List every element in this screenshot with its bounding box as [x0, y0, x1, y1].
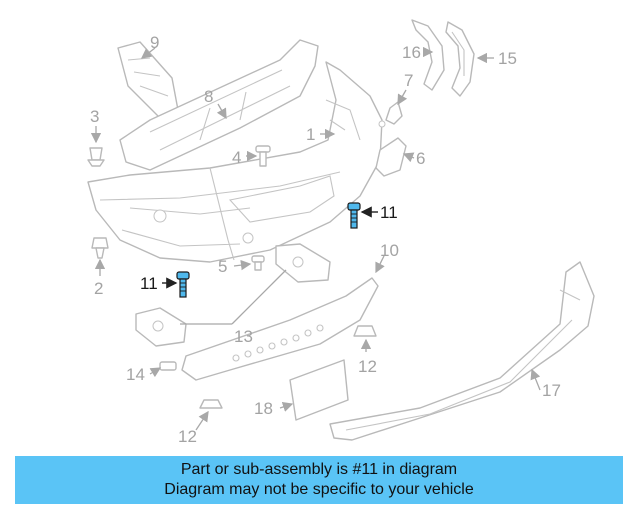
callout-3: 3: [90, 107, 99, 126]
part-7-clip[interactable]: [378, 101, 403, 128]
callout-2: 2: [94, 279, 103, 298]
part-11-bolt-lower[interactable]: [176, 271, 190, 298]
callout-8: 8: [204, 87, 213, 106]
part-16-molding[interactable]: [411, 19, 445, 91]
callout-labels: 9 8 3 4 1 16 15 7 6 2 5 10 13 12 14 18 1…: [90, 33, 561, 446]
part-15-molding[interactable]: [445, 21, 475, 97]
callout-5: 5: [218, 257, 227, 276]
part-17-spoiler[interactable]: [329, 261, 595, 441]
callout-16: 16: [402, 43, 421, 62]
callout-11-lower: 11: [140, 274, 158, 293]
callout-12-upper: 12: [358, 357, 377, 376]
callout-17: 17: [542, 381, 561, 400]
part-2-clip[interactable]: [91, 237, 109, 259]
parts-diagram: 9 8 3 4 1 16 15 7 6 2 5 10 13 12 14 18 1…: [87, 19, 595, 446]
part-18-plate-bracket[interactable]: [289, 359, 349, 421]
part-13-mount-upper[interactable]: [275, 243, 331, 283]
part-4-bolt[interactable]: [255, 145, 271, 167]
part-1-bumper-cover[interactable]: [87, 61, 383, 263]
callout-9: 9: [150, 33, 159, 52]
callout-13: 13: [234, 327, 253, 346]
callout-15: 15: [498, 49, 517, 68]
banner-line-disclaimer: Diagram may not be specific to your vehi…: [164, 481, 474, 498]
part-11-bolt-upper[interactable]: [347, 202, 361, 229]
part-6-cap[interactable]: [375, 137, 407, 177]
callout-10: 10: [380, 241, 399, 260]
info-banner: Part or sub-assembly is #11 in diagram D…: [15, 456, 623, 504]
leader-lines: [90, 46, 541, 431]
callout-14: 14: [126, 365, 145, 384]
part-13-mount-lower[interactable]: [135, 307, 187, 347]
callout-7: 7: [404, 71, 413, 90]
part-10-absorber[interactable]: [181, 277, 379, 381]
callout-12-lower: 12: [178, 427, 197, 446]
part-14-bolt[interactable]: [159, 361, 177, 371]
part-12-nut-upper[interactable]: [353, 325, 377, 337]
callout-18: 18: [254, 399, 273, 418]
part-3-clip[interactable]: [87, 147, 105, 167]
callout-6: 6: [416, 149, 425, 168]
banner-line-part: Part or sub-assembly is #11 in diagram: [180, 461, 458, 478]
callout-4: 4: [232, 148, 241, 167]
callout-1: 1: [306, 125, 315, 144]
part-5-screw[interactable]: [251, 255, 265, 271]
part-12-nut-lower[interactable]: [199, 399, 223, 409]
callout-11-upper: 11: [380, 203, 398, 222]
